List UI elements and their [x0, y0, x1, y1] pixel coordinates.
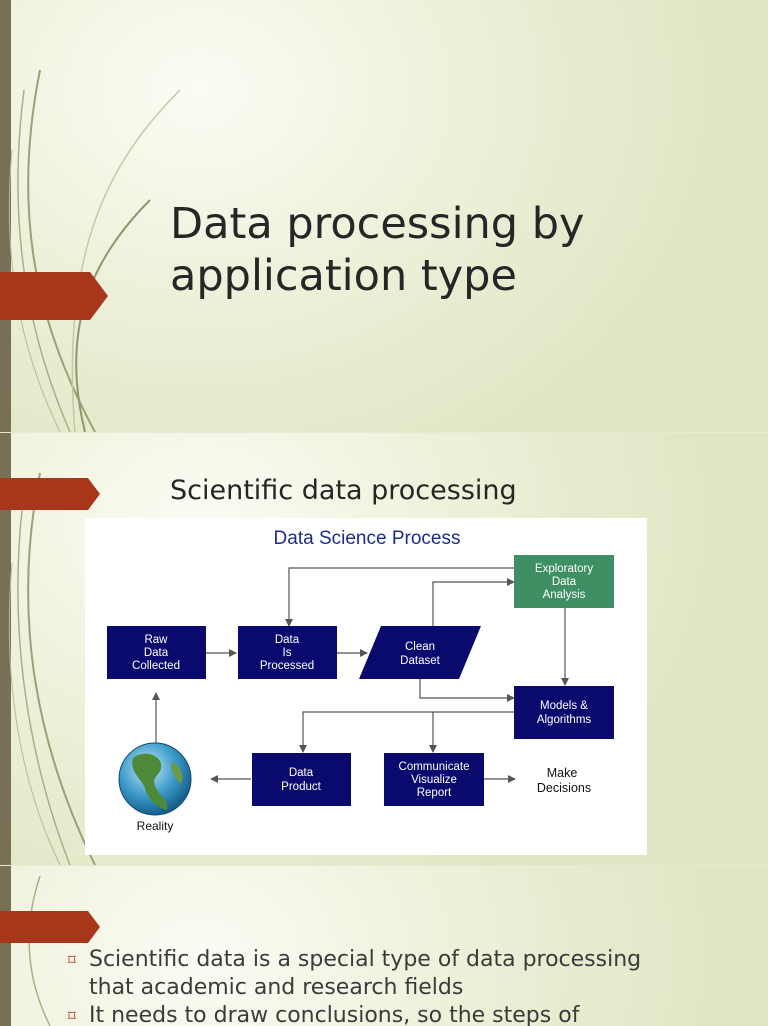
accent-tag: [0, 478, 100, 510]
accent-tag: [0, 272, 108, 320]
globe-icon: [118, 742, 192, 816]
bullet-icon: ⌑: [68, 1007, 76, 1025]
svg-text:Is: Is: [283, 647, 292, 659]
bullet-slide: ⌑ Scientific data is a special type of d…: [0, 866, 768, 1026]
list-item: ⌑ It needs to draw conclusions, so the s…: [68, 1002, 649, 1026]
svg-text:Clean: Clean: [405, 641, 435, 653]
node-raw-data-collected: Raw Data Collected: [107, 626, 206, 679]
diagram-connectors: [152, 567, 569, 783]
node-models-algorithms: Models & Algorithms: [514, 686, 614, 739]
diagram-title: Data Science Process: [274, 528, 461, 549]
node-data-is-processed: Data Is Processed: [238, 626, 337, 679]
decorative-swirl: [28, 875, 51, 1026]
svg-text:Report: Report: [417, 787, 452, 799]
bullet-list: ⌑ Scientific data is a special type of d…: [68, 946, 649, 1026]
decorative-swirl: [8, 69, 181, 432]
svg-text:Data: Data: [289, 767, 314, 779]
reality-label: Reality: [137, 819, 174, 833]
node-data-product: Data Product: [252, 753, 351, 806]
svg-text:Data: Data: [144, 647, 169, 659]
accent-tag: [0, 911, 100, 943]
svg-text:Data: Data: [552, 576, 577, 588]
sidebar-bar: [0, 0, 11, 432]
node-clean-dataset: Clean Dataset: [359, 626, 481, 679]
svg-text:Analysis: Analysis: [543, 589, 586, 601]
node-communicate-visualize-report: Communicate Visualize Report: [384, 753, 484, 806]
svg-text:Algorithms: Algorithms: [537, 714, 592, 726]
sidebar-bar: [0, 866, 11, 1026]
svg-text:Communicate: Communicate: [399, 761, 470, 773]
node-make-decisions: Make Decisions: [537, 766, 591, 795]
data-science-process-diagram: Data Science Process Raw Data C: [85, 518, 647, 855]
svg-text:Dataset: Dataset: [400, 655, 440, 667]
sidebar-bar: [0, 433, 11, 865]
svg-text:Collected: Collected: [132, 660, 180, 672]
slide-heading: Scientific data processing: [170, 475, 517, 506]
svg-text:Models &: Models &: [540, 700, 588, 712]
node-exploratory-data-analysis: Exploratory Data Analysis: [514, 555, 614, 608]
svg-text:Data: Data: [275, 634, 300, 646]
list-item: ⌑ Scientific data is a special type of d…: [68, 947, 642, 1000]
svg-text:Exploratory: Exploratory: [535, 563, 593, 575]
svg-text:Visualize: Visualize: [411, 774, 457, 786]
svg-text:Product: Product: [281, 781, 321, 793]
svg-text:Processed: Processed: [260, 660, 314, 672]
diagram-slide: Scientific data processing Data Science …: [0, 433, 768, 865]
svg-text:Raw: Raw: [144, 634, 168, 646]
svg-text:Decisions: Decisions: [537, 781, 591, 795]
svg-text:Make: Make: [547, 766, 578, 780]
decorative-swirl: [8, 472, 96, 865]
bullet-icon: ⌑: [68, 951, 76, 969]
